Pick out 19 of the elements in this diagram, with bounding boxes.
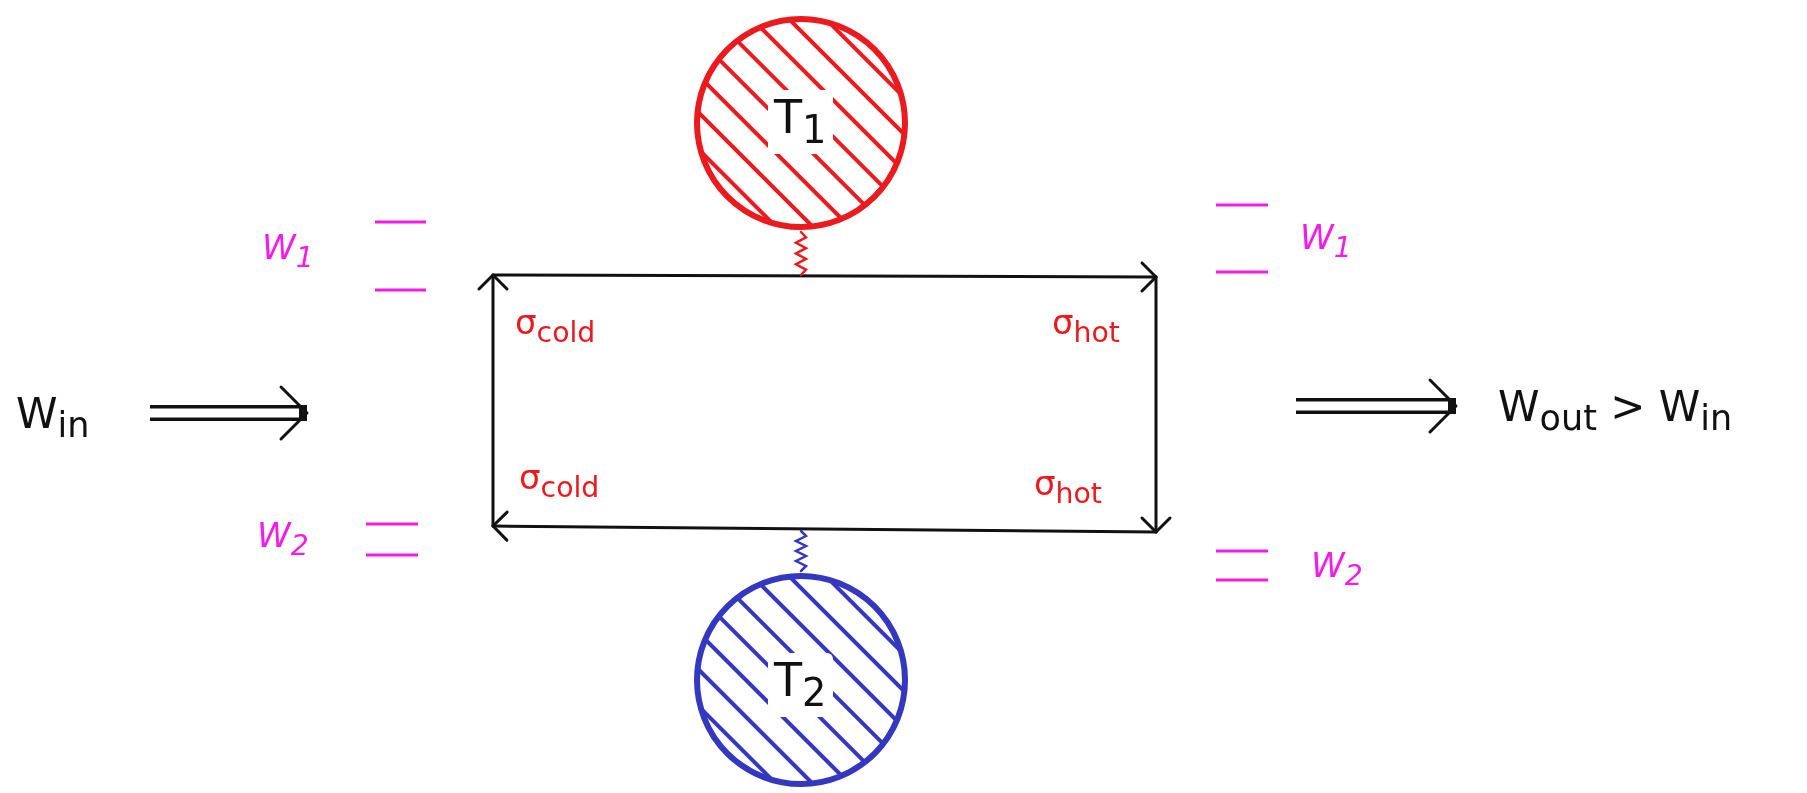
temperature-label: T$_{2}$ xyxy=(768,653,833,717)
work-label: W$_{in}$ xyxy=(16,393,90,444)
work-symbol: W$_{1}$ xyxy=(262,230,314,273)
state-label: σ$_{hot}$ xyxy=(1034,466,1102,509)
temperature-label: T$_{1}$ xyxy=(768,90,833,154)
state-label: σ$_{cold}$ xyxy=(519,460,600,503)
hot-reservoir-circle xyxy=(692,14,910,232)
process-arrow xyxy=(1140,275,1172,534)
state-label: σ$_{cold}$ xyxy=(515,305,596,348)
heat-contact-squiggle xyxy=(793,529,809,573)
work-symbol: W$_{2}$ xyxy=(1311,548,1363,591)
work-label: W$_{out}$ > W$_{in}$ xyxy=(1498,386,1733,437)
heat-contact-squiggle xyxy=(793,230,809,277)
state-label: σ$_{hot}$ xyxy=(1052,305,1120,348)
process-arrow xyxy=(477,273,509,528)
work-symbol: W$_{2}$ xyxy=(257,518,309,561)
process-arrow xyxy=(491,510,1158,542)
cold-reservoir-circle xyxy=(692,571,910,789)
work-symbol: W$_{1}$ xyxy=(1300,220,1352,263)
